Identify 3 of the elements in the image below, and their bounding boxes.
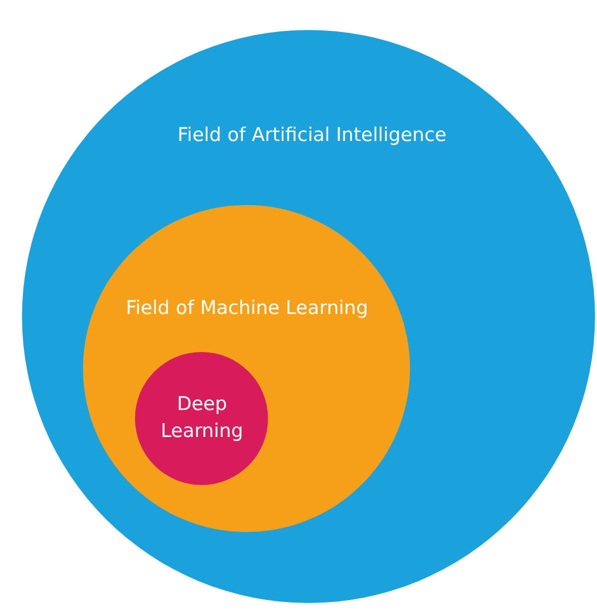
region-label: Field of Artificial Intelligence (176, 123, 448, 148)
region-label: Field of Machine Learning (124, 296, 370, 321)
region-label: Deep Learning (160, 392, 244, 444)
